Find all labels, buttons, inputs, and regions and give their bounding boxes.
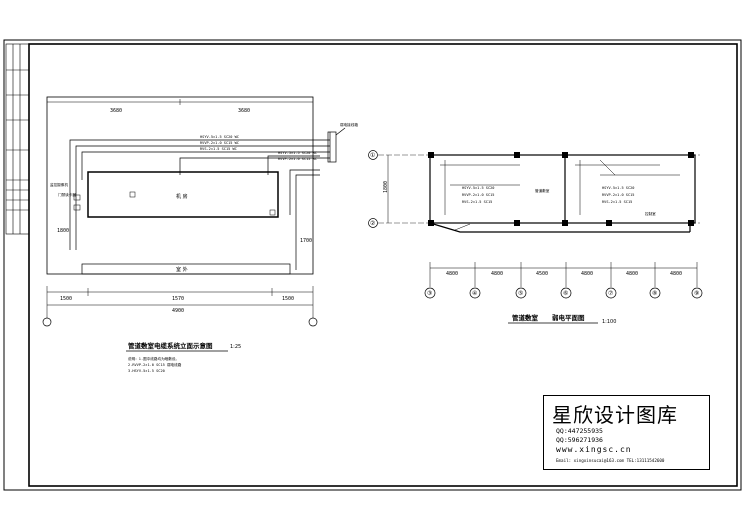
plan-dim-3: 4500 bbox=[536, 271, 548, 277]
axis-9: ⑨ bbox=[694, 290, 699, 297]
plan-cable-4: HSYV-5×1.5 SC20 bbox=[602, 186, 634, 190]
axis-5: ⑤ bbox=[518, 290, 523, 297]
watermark-website: www.xingsc.cn bbox=[556, 445, 632, 454]
plan-cable-5: RVVP-2×1.0 SC15 bbox=[602, 193, 634, 197]
equipment-room bbox=[87, 171, 279, 218]
axis-4: ④ bbox=[472, 290, 477, 297]
note-2: 2.RVVP-2×1.0 SC15 弱电线路 bbox=[128, 362, 182, 367]
plan-cable-3: RVS-2×1.5 SC15 bbox=[462, 200, 492, 204]
cable-routes bbox=[69, 127, 346, 270]
bottom-dim-2: 1570 bbox=[172, 296, 184, 302]
left-dim: 1800 bbox=[383, 181, 389, 193]
plan-room-label-2: 控制室 bbox=[645, 211, 656, 216]
left-elevation: 3680 3680 HSYV-5×1.5 SC20 WC RVVP-2×1.0 … bbox=[42, 96, 358, 373]
side-dim-2: 1700 bbox=[300, 238, 312, 244]
junction-box-label: 弱电接线箱 bbox=[340, 122, 358, 127]
axis-6: ⑥ bbox=[563, 290, 568, 297]
cable-label-2: RVVP-2×1.0 SC15 WC bbox=[200, 141, 239, 145]
plan-wiring bbox=[440, 159, 680, 231]
watermark-contact: Email: xingxinsucai@163.com TEL:13111542… bbox=[556, 458, 665, 463]
grid-bubble-left bbox=[42, 317, 52, 327]
plan-room-label-1: 管道敷室 bbox=[535, 188, 550, 193]
right-scale: 1:100 bbox=[602, 319, 616, 325]
grid-bubble-right bbox=[308, 317, 318, 327]
plan-dim-6: 4800 bbox=[670, 271, 682, 277]
floor-strip bbox=[81, 263, 291, 275]
plan-dim-1: 4800 bbox=[446, 271, 458, 277]
elevation-outline bbox=[46, 96, 314, 275]
note-1: 说明：1.图中线路均为暗敷设。 bbox=[128, 356, 179, 361]
drawing-frame bbox=[28, 43, 738, 487]
equipment-room-label: 机 房 bbox=[176, 193, 188, 200]
floor-label: 室 外 bbox=[176, 266, 188, 273]
right-floor-plan: ① ② 1800 bbox=[368, 150, 703, 325]
plan-cable-2: RVVP-2×1.0 SC15 bbox=[462, 193, 494, 197]
left-title: 管道敷室电缆系统立面示意图 bbox=[128, 341, 213, 350]
note-3: 3.HSYV-5×1.5 SC20 bbox=[128, 369, 165, 373]
plan-dim-5: 4800 bbox=[626, 271, 638, 277]
top-dim-left: 3680 bbox=[110, 108, 122, 114]
row-axis-1: ① bbox=[370, 152, 375, 159]
watermark-title: 星欣设计图库 bbox=[552, 403, 678, 427]
watermark-qq-2: QQ:596271936 bbox=[556, 436, 603, 444]
axis-3: ③ bbox=[427, 290, 432, 297]
right-title: 管道敷室 bbox=[512, 313, 539, 322]
bottom-dim-1: 1500 bbox=[60, 296, 72, 302]
side-dim: 1800 bbox=[57, 228, 69, 234]
top-dim-right: 3680 bbox=[238, 108, 250, 114]
total-dim: 4900 bbox=[172, 308, 184, 314]
columns bbox=[428, 152, 694, 226]
bottom-dim-3: 1500 bbox=[282, 296, 294, 302]
left-note-1: 监控摄像机 bbox=[50, 182, 68, 187]
left-note-2: 门禁读卡器 bbox=[58, 192, 76, 197]
row-axis-2: ② bbox=[370, 220, 375, 227]
title-block-strip bbox=[5, 43, 30, 235]
plan-dim-4: 4800 bbox=[581, 271, 593, 277]
watermark-stamp: 星欣设计图库 QQ:447255935 QQ:596271936 www.xin… bbox=[543, 395, 710, 470]
plan-cable-6: RVS-2×1.5 SC15 bbox=[602, 200, 632, 204]
axis-7: ⑦ bbox=[608, 290, 613, 297]
cable-label-5: RVVP-2×1.0 SC15 WC bbox=[278, 157, 317, 161]
column-axes bbox=[424, 287, 703, 299]
left-scale: 1:25 bbox=[230, 344, 241, 350]
watermark-qq-1: QQ:447255935 bbox=[556, 427, 603, 435]
cable-label-3: RVS-2×1.5 SC15 WC bbox=[200, 147, 237, 151]
axis-8: ⑧ bbox=[652, 290, 657, 297]
cable-label-1: HSYV-5×1.5 SC20 WC bbox=[200, 135, 239, 139]
plan-dim-2: 4800 bbox=[491, 271, 503, 277]
right-subtitle: 弱电平面图 bbox=[552, 313, 585, 322]
cable-label-4: HSYV-5×1.5 SC20 WC bbox=[278, 151, 317, 155]
sheet-border bbox=[3, 39, 742, 491]
plan-cable-1: HSYV-5×1.5 SC20 bbox=[462, 186, 494, 190]
